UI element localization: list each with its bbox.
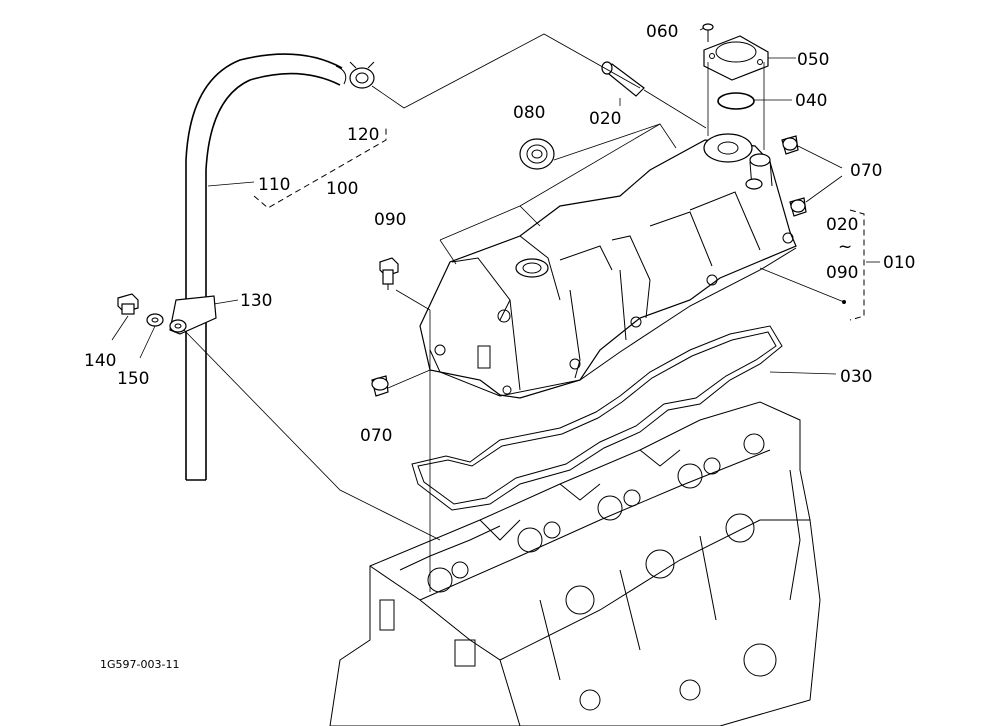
callout-030: 030 bbox=[840, 367, 872, 387]
callout-130: 130 bbox=[240, 291, 272, 311]
hose-clamp bbox=[349, 61, 375, 89]
drawing-code: 1G597-003-11 bbox=[100, 658, 179, 671]
callout-140: 140 bbox=[84, 351, 116, 371]
callout-070-upper: 070 bbox=[850, 161, 882, 181]
callout-110: 110 bbox=[258, 175, 290, 195]
gasket-030 bbox=[411, 325, 783, 511]
head-cover bbox=[419, 133, 797, 399]
washer-150 bbox=[146, 313, 164, 327]
callout-040: 040 bbox=[795, 91, 827, 111]
cylinder-head bbox=[329, 401, 821, 726]
callout-150: 150 bbox=[117, 369, 149, 389]
bolt-090 bbox=[379, 257, 399, 290]
breather-pipe bbox=[185, 53, 347, 481]
bolt-140 bbox=[117, 293, 139, 315]
callout-060: 060 bbox=[646, 22, 678, 42]
callout-090-bolt: 090 bbox=[374, 210, 406, 230]
callout-020-range: 020 bbox=[826, 215, 858, 235]
callout-010: 010 bbox=[883, 253, 915, 273]
callout-090-range: 090 bbox=[826, 263, 858, 283]
breather-cap bbox=[703, 35, 769, 81]
grommets-070-upper bbox=[781, 135, 807, 217]
callout-080: 080 bbox=[513, 103, 545, 123]
callout-range-tilde: ~ bbox=[838, 237, 852, 257]
pipe-bracket bbox=[169, 295, 217, 335]
grommet-070-lower bbox=[371, 375, 389, 397]
screw-060 bbox=[702, 23, 714, 42]
leader-lines bbox=[111, 27, 880, 592]
callout-020-top: 020 bbox=[589, 109, 621, 129]
callout-050: 050 bbox=[797, 50, 829, 70]
callout-120: 120 bbox=[347, 125, 379, 145]
callout-labels: 060 050 040 020 080 070 120 110 100 090 … bbox=[84, 22, 915, 671]
o-ring-040 bbox=[717, 92, 755, 110]
callout-070-lower: 070 bbox=[360, 426, 392, 446]
seal-080 bbox=[519, 138, 555, 170]
pipe-020 bbox=[601, 61, 645, 97]
callout-100: 100 bbox=[326, 179, 358, 199]
